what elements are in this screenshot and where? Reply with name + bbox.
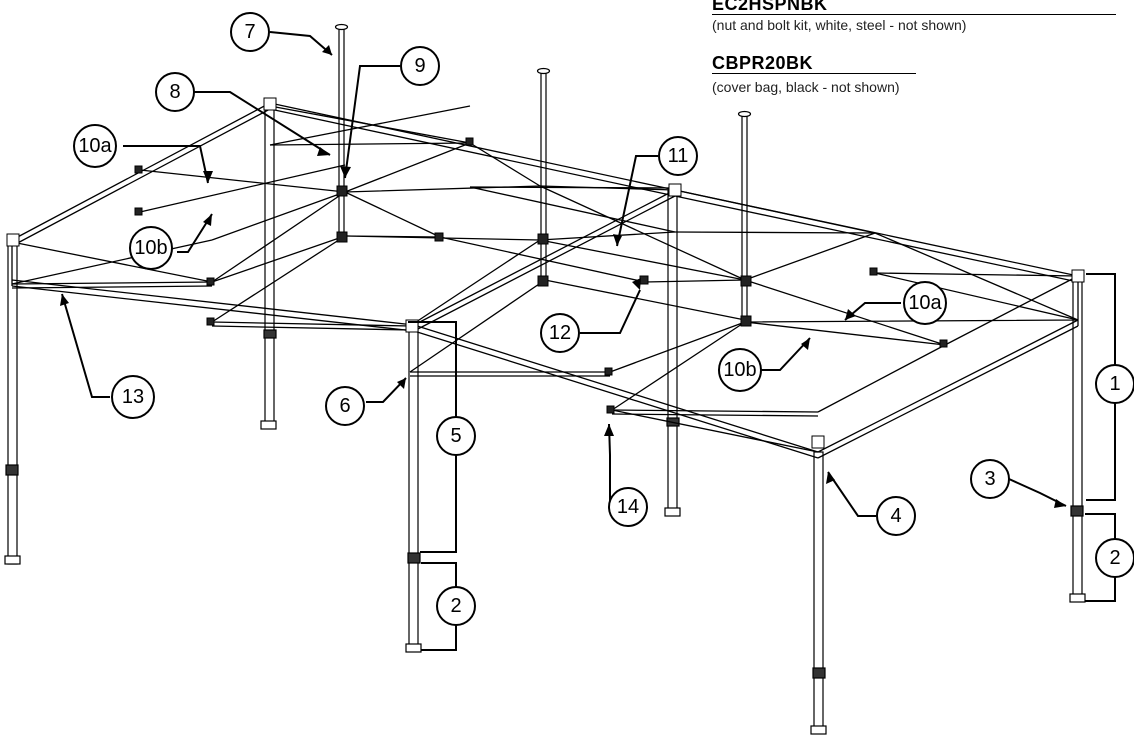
part-code-cover-bag: CBPR20BK [712,53,916,74]
callout-label: 10b [134,237,167,259]
callout-label: 11 [668,145,689,167]
part-desc-cover-bag: (cover bag, black - not shown) [712,79,900,95]
callout-circles [73,12,1134,626]
callout-10b-right [718,348,762,392]
center-poles [334,23,752,326]
callout-11 [658,136,698,176]
callout-10b-left [129,226,173,270]
callout-label: 7 [244,21,255,43]
callout-10a-left [73,124,117,168]
callout-label: 2 [1109,547,1120,569]
callout-label: 10a [78,135,112,157]
frame-bars [11,102,1079,459]
leg-feet-and-holes [4,329,1086,735]
callout-label: 1 [1109,373,1120,395]
callout-6 [325,386,365,426]
leg-front-left [7,241,18,565]
part-desc-nut-bolt-kit: (nut and bolt kit, white, steel - not sh… [712,17,967,33]
callout-12 [540,313,580,353]
callout-label: 9 [414,55,425,77]
callout-label: 2 [450,595,461,617]
callout-label: 13 [122,386,144,408]
callout-label: 12 [549,322,571,344]
callout-10a-right [903,281,947,325]
callout-label: 14 [617,496,639,518]
callout-2-right [1095,538,1134,578]
part-code-nut-bolt-kit: EC2HSPNBK [712,0,1116,15]
callout-label: 8 [169,81,180,103]
callout-leaders [61,31,1116,651]
callout-4 [876,496,916,536]
callout-labels: 7 9 8 10a 10b 11 12 10a 10b 13 6 5 1 3 4… [78,21,1120,617]
callout-7 [230,12,270,52]
callout-label: 10a [908,292,942,314]
callout-2-left [436,586,476,626]
callout-1 [1095,364,1134,404]
callout-8 [155,72,195,112]
leg-front-right [813,451,824,733]
callout-arrowheads [60,45,1066,508]
callout-label: 4 [890,505,901,527]
callout-13 [111,375,155,419]
frame-joints [6,97,1085,449]
callout-label: 10b [723,359,756,381]
callout-14 [608,487,648,527]
callout-label: 3 [984,468,995,490]
leg-back-mid [667,189,678,516]
callout-label: 6 [339,395,350,417]
leg-back-left [264,103,275,427]
callout-label: 5 [450,425,461,447]
callout-3 [970,459,1010,499]
leg-front-mid [408,324,419,651]
callout-5 [436,416,476,456]
callout-9 [400,46,440,86]
